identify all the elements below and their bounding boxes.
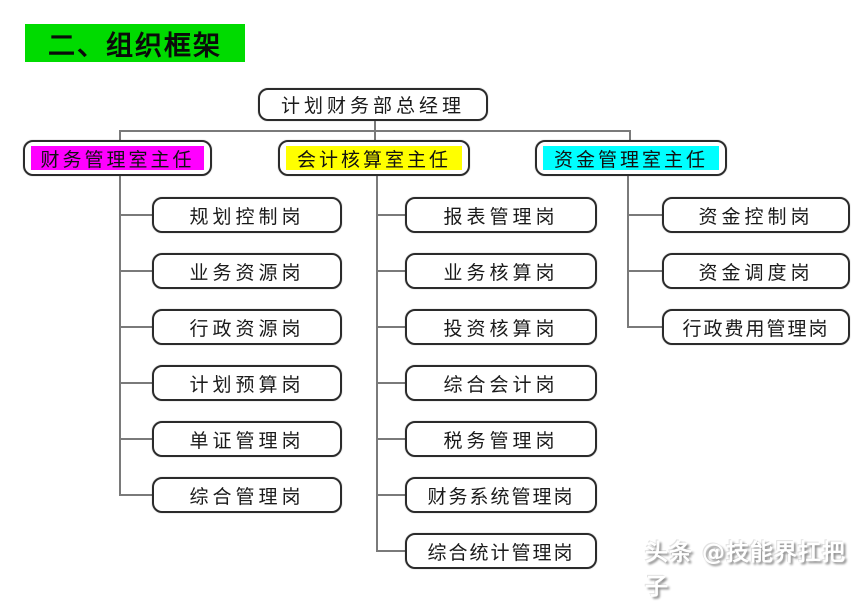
connector-stub — [376, 494, 405, 496]
position-box: 业务资源岗 — [152, 253, 342, 289]
connector-stub — [119, 438, 152, 440]
org-root-box: 计划财务部总经理 — [258, 88, 488, 121]
position-box: 单证管理岗 — [152, 421, 342, 457]
connector-col-right-spine — [627, 176, 629, 327]
connector-stub — [376, 382, 405, 384]
position-box: 综合会计岗 — [405, 365, 597, 401]
branch-accounting-label: 会计核算室主任 — [286, 146, 462, 171]
branch-finance-mgmt-box: 财务管理室主任 — [23, 140, 212, 176]
page-title: 二、组织框架 — [25, 24, 245, 62]
position-box: 行政资源岗 — [152, 309, 342, 345]
position-box: 综合管理岗 — [152, 477, 342, 513]
connector-stub — [627, 270, 662, 272]
connector-branch0-stub — [119, 130, 121, 140]
connector-stub — [627, 326, 662, 328]
connector-stub — [376, 326, 405, 328]
branch-funds-mgmt-label: 资金管理室主任 — [543, 146, 719, 171]
toutiao-watermark: 头条 @技能界扛把子 — [645, 540, 847, 600]
connector-branch2-stub — [629, 130, 631, 140]
position-box: 规划控制岗 — [152, 197, 342, 233]
connector-stub — [119, 214, 152, 216]
position-box: 业务核算岗 — [405, 253, 597, 289]
connector-stub — [119, 382, 152, 384]
position-box: 投资核算岗 — [405, 309, 597, 345]
connector-stub — [376, 214, 405, 216]
connector-stub — [627, 214, 662, 216]
position-box: 综合统计管理岗 — [405, 533, 597, 569]
position-box: 财务系统管理岗 — [405, 477, 597, 513]
position-box: 资金控制岗 — [662, 197, 850, 233]
connector-stub — [376, 438, 405, 440]
connector-stub — [119, 270, 152, 272]
connector-top-horizontal — [119, 130, 631, 132]
connector-stub — [119, 326, 152, 328]
position-box: 行政费用管理岗 — [662, 309, 850, 345]
connector-col-mid-spine — [376, 176, 378, 551]
position-box: 报表管理岗 — [405, 197, 597, 233]
connector-stub — [376, 270, 405, 272]
branch-funds-mgmt-box: 资金管理室主任 — [535, 140, 727, 176]
position-box: 资金调度岗 — [662, 253, 850, 289]
connector-stub — [376, 550, 405, 552]
position-box: 税务管理岗 — [405, 421, 597, 457]
connector-col-left-spine — [119, 176, 121, 495]
branch-accounting-box: 会计核算室主任 — [278, 140, 470, 176]
position-box: 计划预算岗 — [152, 365, 342, 401]
branch-finance-mgmt-label: 财务管理室主任 — [31, 146, 204, 171]
connector-stub — [119, 494, 152, 496]
